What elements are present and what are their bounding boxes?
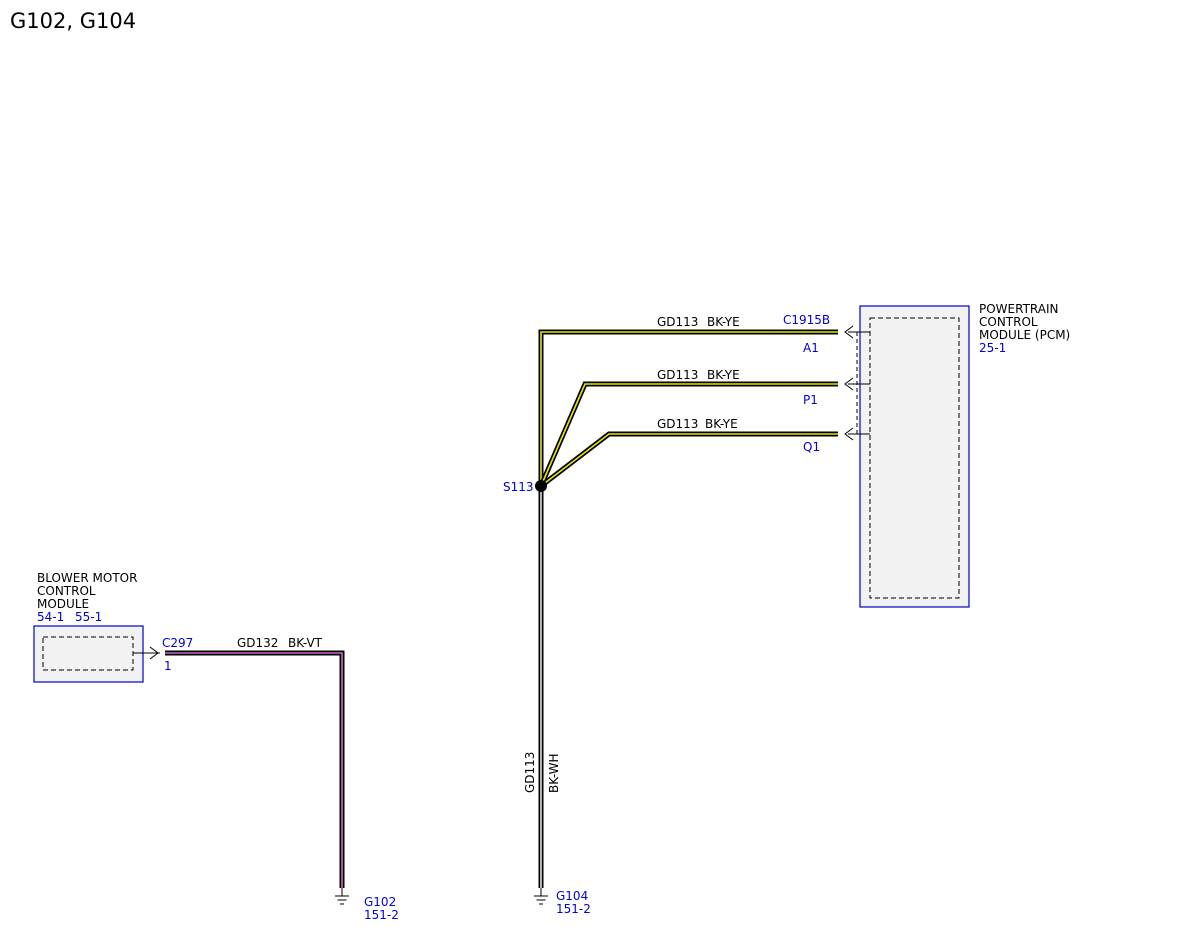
pcm-pin-q1: Q1 [803,440,820,454]
wire-g102-color: BK-VT [288,636,323,650]
wire-pcm-p1[interactable] [538,381,838,487]
pcm-module[interactable] [859,305,970,608]
wire-pcm-q1-circuit: GD113 [657,417,698,431]
wire-pcm-p1-color: BK-YE [707,368,740,382]
wire-tracer-yellow [540,331,838,486]
pcm-module-box [859,305,970,608]
bmcm-module[interactable] [33,625,144,683]
ground-g104-ref: 151-2 [556,902,591,916]
splice-dot[interactable] [535,480,547,492]
bmcm-pin: 1 [164,659,172,673]
pcm-name-line-3: MODULE (PCM) [979,328,1070,342]
wire-g102[interactable] [165,650,345,888]
wire-pcm-a1-color: BK-YE [707,315,740,329]
bmcm-module-box [33,625,144,683]
pcm-pin-a1: A1 [803,341,819,355]
pcm-pin-p1: P1 [803,393,818,407]
wire-pcm-a1-circuit: GD113 [657,315,698,329]
wire-pcm-a1[interactable] [538,329,838,486]
wire-g104-color: BK-WH [547,753,561,793]
ground-g104-id: G104 [556,889,588,903]
ground-g102-id: G102 [364,895,396,909]
pcm-module-inner [869,317,960,599]
bmcm-ref-1: 54-1 [37,610,64,624]
ground-g104-icon[interactable] [534,888,548,905]
bmcm-name-line-1: BLOWER MOTOR [37,571,137,585]
ground-g102-ref: 151-2 [364,908,399,922]
ground-g102-icon[interactable] [335,888,349,905]
pcm-connector [844,325,870,441]
bmcm-name-line-3: MODULE [37,597,89,611]
bmcm-connector-label: C297 [162,636,193,650]
wire-pcm-q1[interactable] [539,431,838,488]
splice-label: S113 [503,480,534,494]
wire-tracer-yellow [540,383,838,487]
wire-g104-circuit: GD113 [523,752,537,793]
wire-tracer-violet [165,652,343,888]
pcm-arrow-p1-icon [844,377,854,391]
pcm-connector-label: C1915B [783,313,830,327]
bmcm-connector [133,646,160,660]
diagram-title: G102, G104 [10,9,136,33]
pcm-arrow-q1-icon [844,427,854,441]
bmcm-name-line-2: CONTROL [37,584,96,598]
wire-g102-circuit: GD132 [237,636,278,650]
pcm-name-line-2: CONTROL [979,315,1038,329]
wire-pcm-q1-color: BK-YE [705,417,738,431]
pcm-ref: 25-1 [979,341,1006,355]
pcm-arrow-a1-icon [844,325,854,339]
wire-pcm-p1-circuit: GD113 [657,368,698,382]
bmcm-arrow-icon [149,646,159,660]
wire-tracer-yellow [540,433,838,487]
pcm-name-line-1: POWERTRAIN [979,302,1059,316]
bmcm-ref-2: 55-1 [75,610,102,624]
